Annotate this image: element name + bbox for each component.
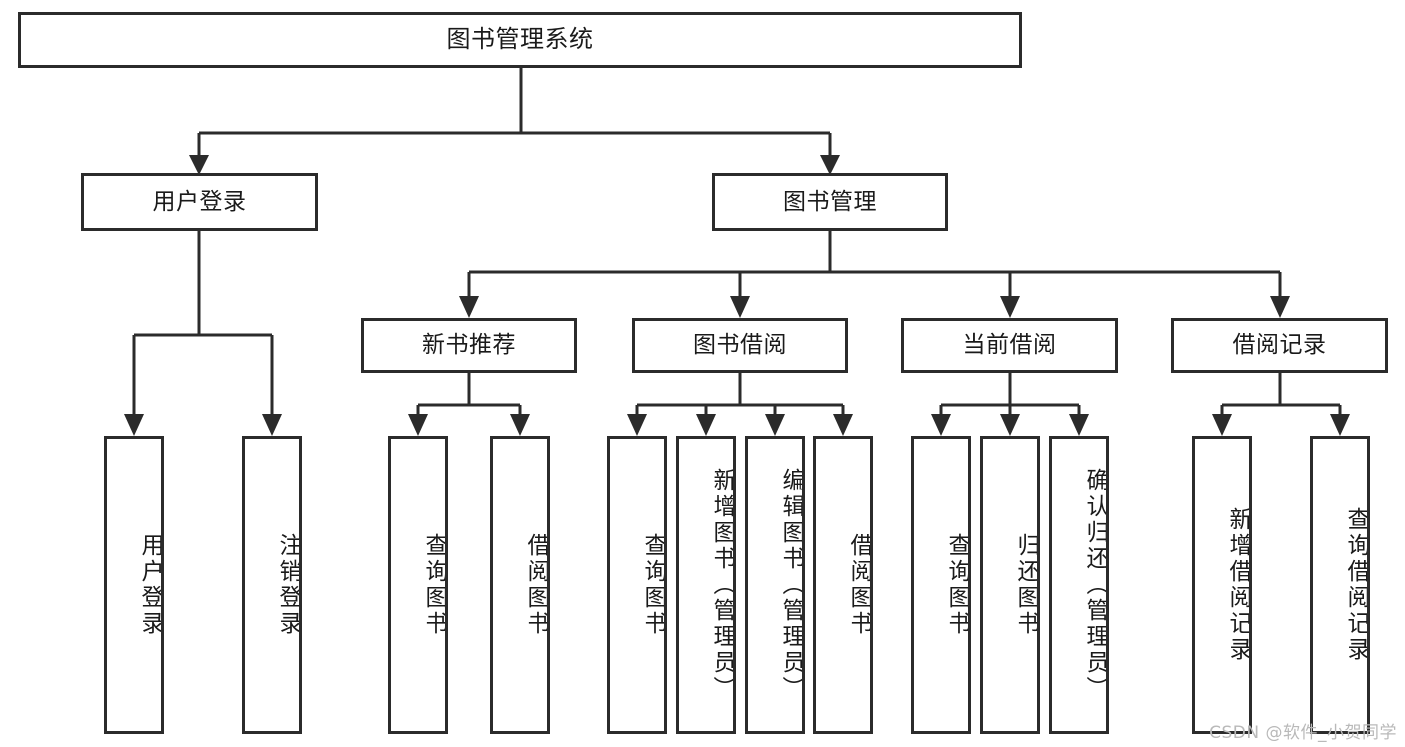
arrow-book-to-records xyxy=(1270,296,1290,318)
node-book-management[interactable]: 图书管理 xyxy=(712,173,948,231)
arrow-book-to-current xyxy=(1000,296,1020,318)
arrow-borrow-leaf-3 xyxy=(765,414,785,436)
leaf-borrow-borrow-book[interactable]: 借阅图书 xyxy=(813,436,873,734)
leaf-user-login-login[interactable]: 用户登录 xyxy=(104,436,164,734)
leaf-records-query-record[interactable]: 查询借阅记录 xyxy=(1310,436,1370,734)
leaf-label: 编辑图书（管理员） xyxy=(778,468,804,702)
node-book-borrow[interactable]: 图书借阅 xyxy=(632,318,848,373)
arrow-newbook-leaf-2 xyxy=(510,414,530,436)
arrow-user-leaf-2 xyxy=(262,414,282,436)
leaf-label: 用户登录 xyxy=(137,533,163,637)
leaf-label: 注销登录 xyxy=(275,533,301,637)
node-current-borrow[interactable]: 当前借阅 xyxy=(901,318,1118,373)
node-borrow-records[interactable]: 借阅记录 xyxy=(1171,318,1388,373)
arrow-records-leaf-1 xyxy=(1212,414,1232,436)
csdn-watermark: CSDN @软件_小贺同学 xyxy=(1209,723,1397,743)
leaf-label: 确认归还（管理员） xyxy=(1082,468,1108,702)
leaf-current-return-book[interactable]: 归还图书 xyxy=(980,436,1040,734)
leaf-current-confirm-return-admin[interactable]: 确认归还（管理员） xyxy=(1049,436,1109,734)
leaf-label: 查询图书 xyxy=(640,533,666,637)
arrow-book-to-newbook xyxy=(459,296,479,318)
leaf-borrow-add-book-admin[interactable]: 新增图书（管理员） xyxy=(676,436,736,734)
leaf-borrow-query-book[interactable]: 查询图书 xyxy=(607,436,667,734)
node-root-system[interactable]: 图书管理系统 xyxy=(18,12,1022,68)
node-user-login[interactable]: 用户登录 xyxy=(81,173,318,231)
leaf-current-query-book[interactable]: 查询图书 xyxy=(911,436,971,734)
leaf-new-book-borrow-book[interactable]: 借阅图书 xyxy=(490,436,550,734)
arrow-records-leaf-2 xyxy=(1330,414,1350,436)
leaf-label: 查询图书 xyxy=(421,533,447,637)
leaf-user-login-logout[interactable]: 注销登录 xyxy=(242,436,302,734)
leaf-label: 查询图书 xyxy=(944,533,970,637)
arrow-borrow-leaf-1 xyxy=(627,414,647,436)
arrow-current-leaf-2 xyxy=(1000,414,1020,436)
arrow-borrow-leaf-4 xyxy=(833,414,853,436)
leaf-label: 归还图书 xyxy=(1013,533,1039,637)
leaf-new-book-query-book[interactable]: 查询图书 xyxy=(388,436,448,734)
arrow-root-to-user xyxy=(189,155,209,175)
leaf-label: 借阅图书 xyxy=(846,533,872,637)
arrow-borrow-leaf-2 xyxy=(696,414,716,436)
arrow-newbook-leaf-1 xyxy=(408,414,428,436)
leaf-borrow-edit-book-admin[interactable]: 编辑图书（管理员） xyxy=(745,436,805,734)
leaf-label: 借阅图书 xyxy=(523,533,549,637)
arrow-root-to-book xyxy=(820,155,840,175)
arrow-current-leaf-3 xyxy=(1069,414,1089,436)
leaf-label: 新增图书（管理员） xyxy=(709,468,735,702)
leaf-label: 新增借阅记录 xyxy=(1225,507,1251,663)
leaf-records-add-record[interactable]: 新增借阅记录 xyxy=(1192,436,1252,734)
node-new-book-recommend[interactable]: 新书推荐 xyxy=(361,318,577,373)
arrow-user-leaf-1 xyxy=(124,414,144,436)
arrow-book-to-borrow xyxy=(730,296,750,318)
arrow-current-leaf-1 xyxy=(931,414,951,436)
leaf-label: 查询借阅记录 xyxy=(1343,507,1369,663)
